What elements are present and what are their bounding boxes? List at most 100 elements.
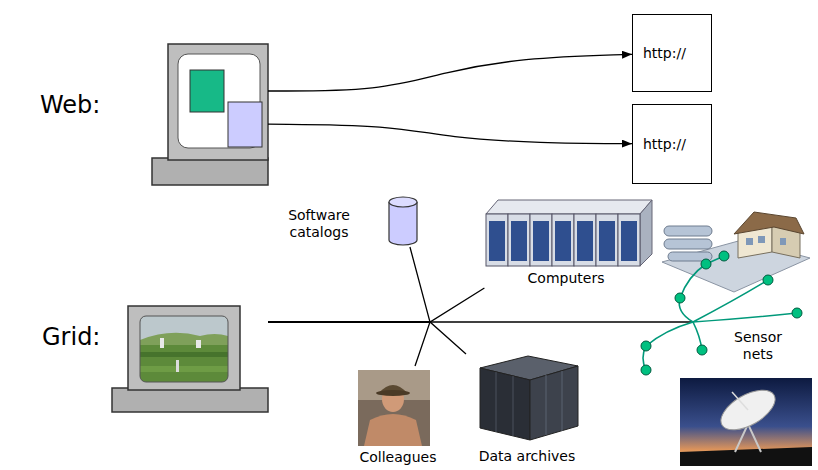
radio-telescope-photo [680,378,812,466]
url-text: http:// [643,44,686,62]
colleague-photo [376,390,410,396]
grid-line-extension [660,321,693,322]
sensor-node-dot [697,345,707,355]
computer-racks [533,221,549,261]
data-archive-cabinets [546,375,547,435]
computer-racks [618,214,640,266]
web-computer-icon [190,70,224,112]
data-archives: Data archives [466,350,588,466]
sensor-site-illustration [780,238,786,245]
computer-racks [508,214,530,266]
node-label: Grid: [42,322,108,352]
colleague-photo [358,370,430,446]
colleague-photo [364,414,422,446]
sensor-site-illustration [664,239,712,249]
sensor-site-illustration [734,212,804,234]
computer-racks [640,200,652,266]
node-label: Colleagues [352,449,444,465]
grid-line-extension [660,322,693,323]
connector [268,322,430,366]
url-box: http:// [632,14,712,92]
computer-racks [555,221,571,261]
url-text: http:// [643,135,686,153]
computer-racks [552,214,574,266]
node-label: Sensor nets [722,329,794,363]
sensor-node-dot [675,293,685,303]
sensor-net-wires [680,264,706,298]
node-label: Data archives [466,448,588,464]
computer-racks [574,214,596,266]
node-label: Web: [40,90,120,120]
grid-computer-icon [128,306,240,390]
computer-racks [486,200,652,214]
sensor-net-wires [693,313,797,322]
software-catalog-cylinder [389,197,417,207]
data-archive-cabinets [562,371,563,431]
landscape-screen [140,366,228,372]
software-catalog-cylinder [389,202,417,245]
web-computer: Web: [152,44,268,185]
computer-racks [577,221,593,261]
colleague-photo [358,370,430,446]
landscape-screen [176,360,179,372]
data-archive-cabinets [496,372,497,432]
connector [268,54,632,91]
sensor-net: Sensor nets [660,267,810,377]
computer-racks [511,221,527,261]
computer-racks [530,214,552,266]
sensor-site-illustration [664,226,712,236]
sensor-net-wires [646,322,693,346]
node-label: Computers [480,270,652,287]
data-archive-cabinets [513,376,514,436]
sensor-node-dot [763,275,773,285]
sensor-site-illustration [746,238,753,245]
url-box: http:// [632,104,712,184]
sensor-node-dot [792,308,802,318]
web-computer-icon [228,102,262,147]
web-computer-icon [168,44,268,160]
connector [268,247,430,322]
radio-telescope-photo [680,378,812,466]
data-archive-cabinets [530,366,578,440]
colleagues: Colleagues [352,366,444,466]
colleague-photo [358,370,430,400]
software-catalog: Software catalogs [387,195,419,247]
computer-racks [596,214,618,266]
landscape-screen [140,352,228,357]
landscape-screen [196,340,201,348]
data-archive-cabinets [480,368,530,440]
computer-racks [486,200,652,266]
radio-telescope-photo [715,382,782,438]
sensor-node-dot [719,251,729,261]
node-label: Software catalogs [279,207,359,241]
software-catalog-cylinder [389,197,417,245]
sensor-site-illustration [758,236,765,243]
data-archive-cabinets [480,356,578,440]
computer-racks [489,221,505,261]
computer-racks [486,214,508,266]
sensor-node-dot [641,251,802,375]
grid-computer-icon [140,316,228,382]
computers: Computers [480,186,652,288]
radio-telescope-photo [680,447,812,466]
sensor-node-dot [701,259,711,269]
grid-computer-icon [112,388,268,412]
landscape-screen [140,345,228,382]
grid-computer-icon [112,306,268,412]
sensor-site-illustration [662,212,810,292]
sensor-net-wires [643,256,797,370]
sensor-node-dot [641,341,651,351]
landscape-screen [160,338,164,348]
landscape-screen [140,316,228,382]
radio-telescope-photo [732,392,748,410]
computer-racks [599,221,615,261]
web-computer-icon [152,44,268,185]
connector [268,288,484,322]
web-computer-icon [152,158,268,185]
sensor-net-wires [693,280,768,322]
grid-computer: Grid: [112,306,268,412]
connector [268,322,466,354]
computer-racks [621,221,637,261]
connector [268,124,632,144]
